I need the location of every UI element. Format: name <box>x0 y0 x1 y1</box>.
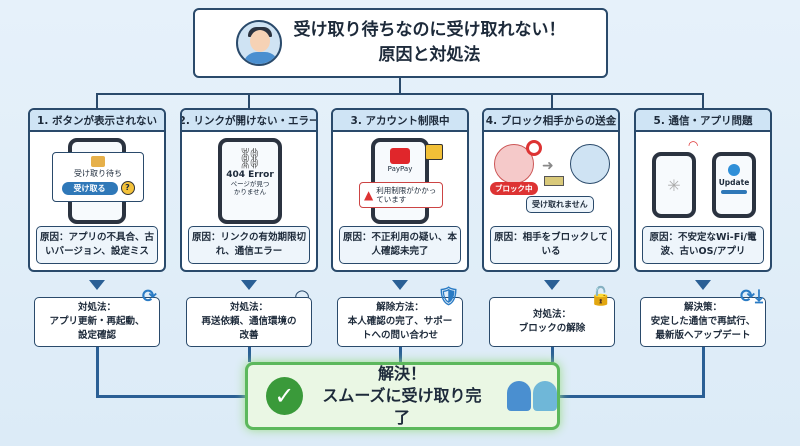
connector <box>96 347 99 397</box>
badge-blocked: ブロック中 <box>490 182 538 195</box>
cause-card-1: 1. ボタンが表示されない 受け取り待ち 受け取る ? 原因：アプリの不具合、古… <box>28 108 166 272</box>
speech-bubble: 受け取れません <box>526 196 594 213</box>
cause-text: 原因：不安定なWi-Fi/電波、古いOS/アプリ <box>642 226 764 264</box>
solution-text: 本人確認の完了、サポートへの問い合わせ <box>347 316 453 341</box>
solution-label: 対処法： <box>532 309 571 320</box>
connector <box>248 93 250 108</box>
solution-label: 解決策： <box>683 302 722 313</box>
down-arrow <box>695 280 711 290</box>
cause-text: 原因：不正利用の疑い、本人確認未完了 <box>339 226 461 264</box>
unlock-icon: 🔓 <box>589 286 612 307</box>
down-arrow <box>392 280 408 290</box>
prohibited-icon <box>526 140 542 156</box>
down-arrow <box>89 280 105 290</box>
solution-box-4: 対処法： ブロックの解除 🔓 <box>489 288 615 347</box>
cause-text: 原因：相手をブロックしている <box>490 226 612 264</box>
down-arrow <box>544 280 560 290</box>
resolution-box: ✓ 解決！ スムーズに受け取り完了 <box>245 362 560 430</box>
package-icon <box>91 156 105 167</box>
cause-text: 原因：アプリの不具合、古いバージョン、設定ミス <box>36 226 158 264</box>
final-line1: 解決！ <box>377 364 426 383</box>
card-heading: 3. アカウント制限中 <box>333 110 467 132</box>
cause-card-3: 3. アカウント制限中 PayPay ▲ 利用制限がかかっています 原因：不正利… <box>331 108 469 272</box>
connector <box>560 395 705 398</box>
title-line1: 受け取り待ちなのに受け取れない！ <box>293 20 566 40</box>
happy-people-icon <box>507 381 557 411</box>
wifi-icon: ◠ <box>295 286 309 307</box>
loading-spinner-icon: ✳ <box>667 175 681 195</box>
card-heading: 5. 通信・アプリ問題 <box>636 110 770 132</box>
paypay-logo <box>390 148 410 164</box>
cause-card-5: 5. 通信・アプリ問題 ✳ ◠ Update 原因：不安定なWi-Fi/電波、古… <box>634 108 772 272</box>
download-icon <box>728 164 740 176</box>
arrow-icon: ➜ <box>542 158 554 174</box>
title-box: 受け取り待ちなのに受け取れない！ 原因と対処法 <box>193 8 608 78</box>
cause-card-4: 4. ブロック相手からの送金 ブロック中 ➜ 受け取れません 原因：相手をブロッ… <box>482 108 620 272</box>
cause-text: 原因：リンクの有効期限切れ、通信エラー <box>188 226 310 264</box>
connector <box>702 347 705 397</box>
connector <box>96 395 245 398</box>
card-heading: 2. リンクが開けない・エラー <box>182 110 316 132</box>
card-heading: 1. ボタンが表示されない <box>30 110 164 132</box>
title-line2: 原因と対処法 <box>378 45 481 65</box>
connector <box>551 347 554 362</box>
connector <box>248 347 251 362</box>
broken-link-icon: ⛓ <box>237 146 263 170</box>
solution-box-2: 対処法： 再送依頼、通信環境の改善 ◠ <box>186 288 312 347</box>
solution-label: 対処法： <box>229 302 268 313</box>
connector <box>399 78 401 94</box>
solution-label: 解除方法： <box>376 302 424 313</box>
refresh-icon: ⟳ <box>141 286 157 307</box>
solution-box-5: 解決策： 安定した通信で再試行、最新版へアップデート ⟳⤓ <box>640 288 766 347</box>
solution-label: 対処法： <box>77 302 116 313</box>
recipient-avatar <box>570 144 610 184</box>
warning-icon: ▲ <box>364 187 374 202</box>
solution-box-1: 対処法： アプリ更新・再起動、設定確認 ⟳ <box>34 288 160 347</box>
solution-text: ブロックの解除 <box>518 323 586 334</box>
solution-box-3: 解除方法： 本人確認の完了、サポートへの問い合わせ 🛡 <box>337 288 463 347</box>
brand-name: PayPay <box>387 165 413 173</box>
final-line2: スムーズに受け取り完了 <box>322 386 482 427</box>
connector <box>96 93 704 95</box>
lock-icon <box>425 144 443 160</box>
connector <box>399 347 402 362</box>
cause-card-2: 2. リンクが開けない・エラー ⛓ 404 Error ページが見つかりません … <box>180 108 318 272</box>
warning-text: 利用制限がかかっています <box>376 186 437 204</box>
money-icon <box>544 176 564 186</box>
question-icon: ? <box>120 181 135 195</box>
card-heading: 4. ブロック相手からの送金 <box>484 110 618 132</box>
connector <box>96 93 98 108</box>
down-arrow <box>241 280 257 290</box>
solution-text: 再送依頼、通信環境の改善 <box>201 316 297 341</box>
error-code: 404 Error <box>226 170 274 180</box>
worried-person-icon <box>235 20 282 66</box>
connector <box>702 93 704 108</box>
shield-support-icon: 🛡 <box>437 286 460 307</box>
weak-signal-icon: ◠ <box>688 138 699 152</box>
error-message: ページが見つかりません <box>230 180 270 196</box>
refresh-download-icon: ⟳⤓ <box>739 286 763 307</box>
connector <box>551 93 553 108</box>
solution-text: アプリ更新・再起動、設定確認 <box>49 316 145 341</box>
screen-label: 受け取り待ち <box>74 169 122 178</box>
solution-text: 安定した通信で再試行、最新版へアップデート <box>650 316 756 341</box>
checkmark-icon: ✓ <box>266 377 303 415</box>
update-label: Update <box>718 178 750 187</box>
receive-button[interactable]: 受け取る <box>61 181 118 195</box>
update-progress <box>721 190 747 194</box>
